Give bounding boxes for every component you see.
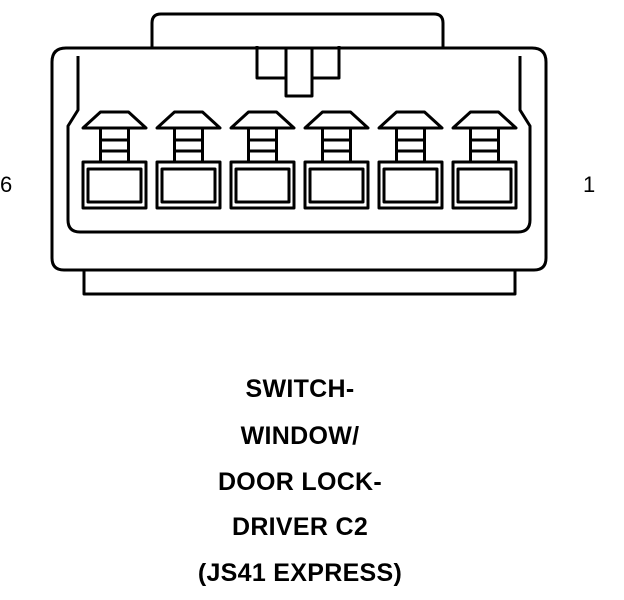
- terminal-head: [451, 110, 518, 130]
- terminal-head: [229, 110, 296, 130]
- caption-line-4: DRIVER C2: [231, 513, 369, 541]
- connector-housing: [50, 46, 548, 272]
- cavity-inner: [382, 167, 439, 204]
- cavity-outer: [229, 160, 296, 210]
- terminal-head: [81, 110, 148, 130]
- terminal-stem: [395, 128, 426, 164]
- terminal-stem: [321, 128, 352, 164]
- caption-line-3: DOOR LOCK-: [217, 468, 383, 496]
- caption-line-5: (JS41 EXPRESS): [197, 559, 403, 587]
- connector-bottom-rail: [82, 270, 517, 296]
- terminal-stem: [247, 128, 278, 164]
- cavity-inner: [456, 167, 513, 204]
- terminal-head: [155, 110, 222, 130]
- cavity-outer: [81, 160, 148, 210]
- terminal-stem: [173, 128, 204, 164]
- caption-line-1: SWITCH-: [245, 375, 355, 403]
- connector-latch: [255, 46, 341, 98]
- pin-number-right: 1: [583, 172, 596, 197]
- terminal-stem: [469, 128, 500, 164]
- connector-top-tab: [150, 12, 445, 48]
- terminal-stem: [99, 128, 130, 164]
- terminal-head: [377, 110, 444, 130]
- cavity-inner: [86, 167, 143, 204]
- cavity-inner: [234, 167, 291, 204]
- pin-number-left: 6: [0, 172, 13, 197]
- cavity-inner: [160, 167, 217, 204]
- cavity-outer: [303, 160, 370, 210]
- connector-inner-frame: [66, 56, 532, 234]
- cavity-inner: [308, 167, 365, 204]
- cavity-outer: [451, 160, 518, 210]
- cavity-outer: [377, 160, 444, 210]
- terminal-head: [303, 110, 370, 130]
- cavity-outer: [155, 160, 222, 210]
- caption-line-2: WINDOW/: [240, 422, 360, 450]
